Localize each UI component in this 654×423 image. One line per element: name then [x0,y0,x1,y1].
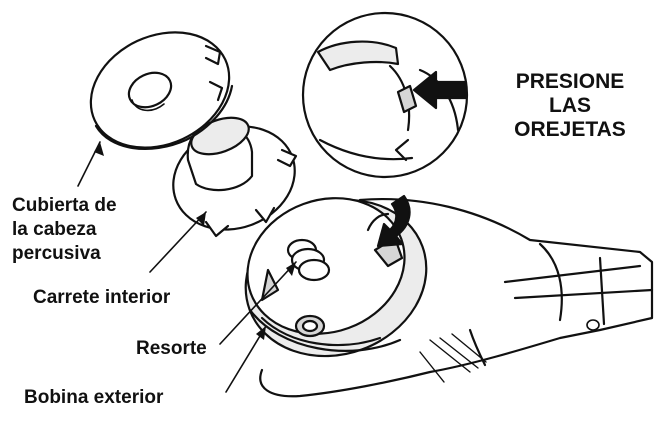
callout-line-1: PRESIONE [515,70,625,93]
inner-spool-label: Carrete interior [33,287,171,308]
cover-label-line-3: percusiva [12,243,101,264]
spring-label: Resorte [136,338,207,359]
outer-spool-label: Bobina exterior [24,387,164,408]
callout-line-3: OREJETAS [514,118,626,141]
leader-lines [77,141,297,393]
leader-arrowheads [94,142,296,340]
press-arrow-icon [412,70,468,110]
inset-magnifier [301,11,469,179]
press-tabs-callout: PRESIONE LAS OREJETAS [494,70,646,142]
rotate-arrow-icon [376,194,411,248]
spring [286,238,331,282]
cover-label-line-1: Cubierta de [12,195,117,216]
inner-spool [172,116,298,238]
callout-line-2: LAS [549,94,591,117]
bump-head-cover [89,31,234,151]
cover-label-line-2: la cabeza [12,219,97,240]
